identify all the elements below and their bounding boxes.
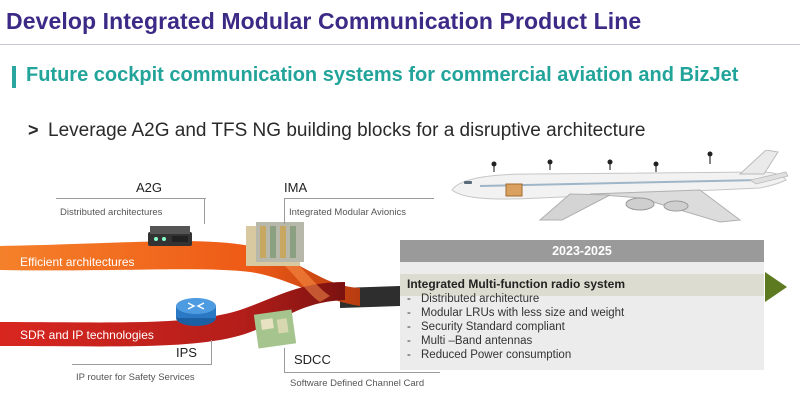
roadmap-period: 2023-2025 bbox=[400, 240, 764, 262]
ima-connector bbox=[284, 198, 434, 199]
list-dash: - bbox=[407, 320, 421, 334]
ips-caption: IP router for Safety Services bbox=[76, 372, 195, 383]
ips-connector-drop bbox=[211, 340, 212, 365]
sdcc-label: SDCC bbox=[294, 352, 331, 367]
list-dash: - bbox=[407, 292, 421, 306]
a2g-device-image bbox=[148, 226, 192, 246]
ips-label: IPS bbox=[176, 345, 197, 360]
ima-connector-drop bbox=[284, 198, 285, 224]
roadmap-feature-item: -Distributed architecture bbox=[407, 292, 624, 306]
roadmap-feature-text: Distributed architecture bbox=[421, 293, 539, 305]
list-dash: - bbox=[407, 348, 421, 362]
roadmap-feature-item: -Modular LRUs with less size and weight bbox=[407, 306, 624, 320]
roadmap-feature-text: Modular LRUs with less size and weight bbox=[421, 307, 624, 319]
list-dash: - bbox=[407, 334, 421, 348]
roadmap-feature-text: Multi –Band antennas bbox=[421, 335, 532, 347]
sdcc-connector bbox=[284, 372, 440, 373]
a2g-label: A2G bbox=[136, 180, 162, 195]
roadmap-feature-list: -Distributed architecture-Modular LRUs w… bbox=[407, 292, 624, 362]
ima-rack-image bbox=[246, 222, 304, 266]
ips-router-image bbox=[176, 298, 216, 326]
arrow-right-icon bbox=[765, 272, 787, 302]
roadmap-feature-item: -Reduced Power consumption bbox=[407, 348, 624, 362]
a2g-connector bbox=[56, 198, 206, 199]
list-dash: - bbox=[407, 306, 421, 320]
a2g-caption: Distributed architectures bbox=[60, 207, 162, 218]
sdcc-card-image bbox=[254, 310, 296, 349]
sdcc-caption: Software Defined Channel Card bbox=[290, 378, 424, 389]
ima-label: IMA bbox=[284, 180, 307, 195]
roadmap-feature-text: Reduced Power consumption bbox=[421, 349, 571, 361]
roadmap-feature-item: -Security Standard compliant bbox=[407, 320, 624, 334]
ribbon-label-top: Efficient architectures bbox=[20, 255, 135, 269]
roadmap-feature-text: Security Standard compliant bbox=[421, 321, 565, 333]
ribbon-label-bottom: SDR and IP technologies bbox=[20, 328, 154, 342]
sdcc-connector-drop bbox=[284, 348, 285, 373]
a2g-connector-drop bbox=[204, 198, 205, 224]
roadmap-feature-item: -Multi –Band antennas bbox=[407, 334, 624, 348]
ima-caption: Integrated Modular Avionics bbox=[289, 207, 406, 218]
ips-connector bbox=[72, 364, 212, 365]
roadmap-heading: Integrated Multi-function radio system bbox=[407, 277, 625, 291]
airplane-illustration bbox=[440, 150, 790, 240]
